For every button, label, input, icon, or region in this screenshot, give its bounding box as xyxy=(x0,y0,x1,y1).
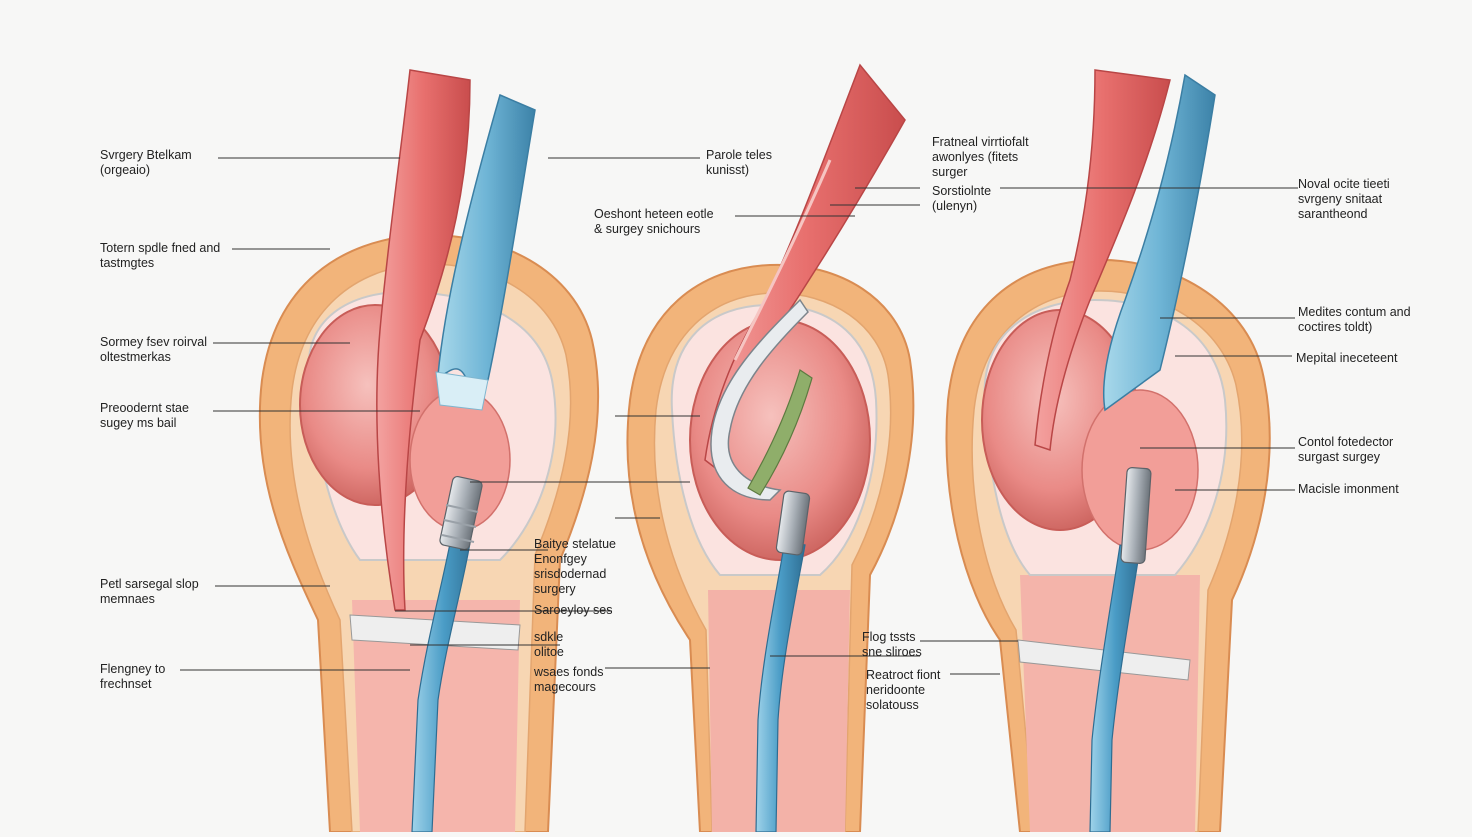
quadriceps-muscle xyxy=(1034,69,1171,452)
blade-insert xyxy=(747,369,813,496)
arthroscope-sheath xyxy=(710,298,809,501)
instrument-tip xyxy=(439,475,483,551)
label-left-4: Preoodernt stae sugey ms bail xyxy=(100,401,189,430)
label-mid-bot-4: wsaes fonds magecours xyxy=(534,665,604,694)
label-right-5: Macisle imonment xyxy=(1298,482,1399,496)
tendon-sheath xyxy=(435,371,489,411)
leader-lines xyxy=(180,157,1298,675)
label-mid-bot-1: Baitye stelatue Enonfgey srisdodernad su… xyxy=(534,537,616,596)
blue-tendon xyxy=(437,93,536,392)
label-right-2: Medites contum and coctires toldt) xyxy=(1298,305,1411,334)
panel-middle xyxy=(626,63,915,833)
label-left-6: Flengney to frechnset xyxy=(100,662,166,691)
label-center-bot-2: Reatroct fiont neridoonte solatouss xyxy=(866,668,941,712)
label-mid-bot-2: Saroeyloy ses xyxy=(534,603,613,617)
label-mid-bot-3: sdkle olitoe xyxy=(534,630,564,659)
label-left-5: Petl sarsegal slop memnaes xyxy=(100,577,199,606)
label-left-1: Svrgery Btelkam (orgeaio) xyxy=(100,148,192,177)
quadriceps-muscle xyxy=(704,63,906,472)
label-left-3: Sormey fsev roirval oltestmerkas xyxy=(100,335,207,364)
panel-right xyxy=(945,69,1271,833)
quadriceps-muscle xyxy=(376,69,471,611)
muscle-fibre xyxy=(733,159,832,361)
instrument-tip xyxy=(1120,467,1152,564)
label-center-top-2: Sorstiolnte (ulenyn) xyxy=(932,184,992,213)
label-mid-top-2: Oeshont heteen eotle & surgey snichours xyxy=(594,207,714,236)
label-center-bot-1: Flog tssts sne sliroes xyxy=(862,630,922,659)
label-right-4: Contol fotedector surgast surgey xyxy=(1298,435,1394,464)
panel-left xyxy=(258,69,600,833)
instrument-tip xyxy=(775,490,811,556)
label-right-1: Noval ocite tieeti svrgeny snitaat saran… xyxy=(1298,177,1390,221)
label-right-3: Mepital ineceteent xyxy=(1296,351,1398,365)
label-center-top-1: Fratneal virrtiofalt awonlyes (fitets su… xyxy=(932,135,1029,179)
label-mid-top-1: Parole teles kunisst) xyxy=(706,148,773,177)
instrument-rings xyxy=(441,504,479,543)
label-left-2: Totern spdle fned and tastmgtes xyxy=(100,241,221,270)
